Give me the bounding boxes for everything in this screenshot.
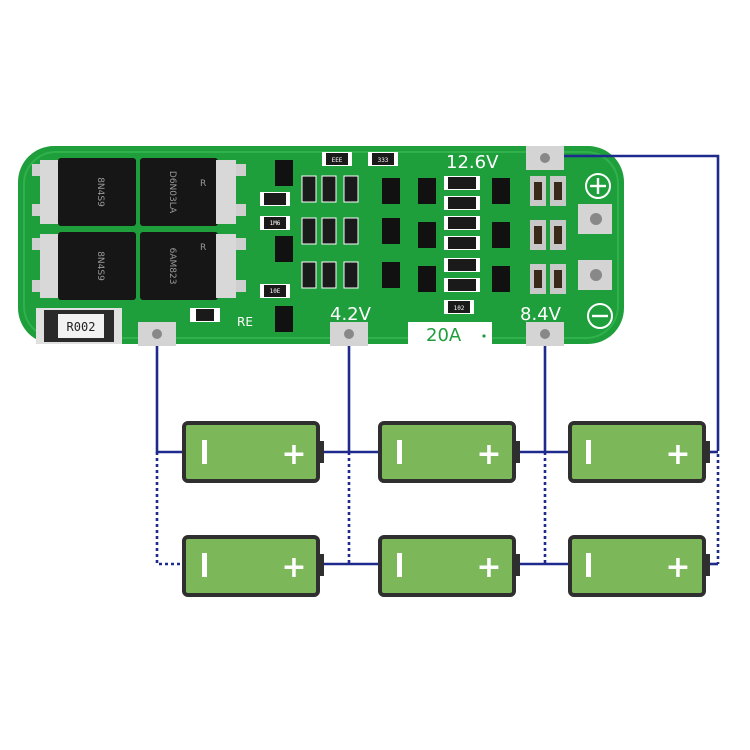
battery-4-pos: + xyxy=(281,550,306,585)
resistor-grid-middle xyxy=(301,175,359,289)
battery-4: + xyxy=(182,535,324,597)
re-label: RE xyxy=(237,315,253,329)
sot-chips xyxy=(275,160,510,332)
mosfet-3-code: 8N4S9 xyxy=(95,251,105,281)
board-edge xyxy=(23,151,619,339)
shunt-code: R002 xyxy=(67,320,96,334)
mosfet-2-sub: R xyxy=(200,179,206,189)
resistor-code-top2: 333 xyxy=(378,157,389,164)
wire-left-dotted xyxy=(155,452,182,566)
resistor-code-r1: 1M6 xyxy=(270,220,281,227)
wiring xyxy=(155,154,720,566)
battery-1-neg xyxy=(202,440,207,464)
mosfet-3 xyxy=(58,232,136,300)
resistor-column-right: 102 xyxy=(444,176,480,314)
solder-pads xyxy=(138,146,612,346)
mosfet-2 xyxy=(140,158,218,226)
mosfet-4-sub: R xyxy=(200,243,206,253)
label-8v4: 8.4V xyxy=(520,304,562,325)
battery-6: + xyxy=(568,535,710,597)
plus-icon xyxy=(585,173,611,199)
battery-1-pos: + xyxy=(281,437,306,472)
minus-icon xyxy=(587,303,613,329)
resistor-code-r2: 10E xyxy=(270,288,281,295)
capacitor-column xyxy=(530,176,566,294)
battery-2-pos: + xyxy=(476,437,501,472)
resistor-code-r4: 102 xyxy=(454,305,465,312)
mosfet-4-model: 6AM823 xyxy=(167,248,177,285)
current-label-bg xyxy=(408,322,492,346)
resistor-code-top1: EEE xyxy=(332,157,343,164)
label-20a: 20A xyxy=(426,325,462,346)
mosfet-group: 8N4S9 D6N03LA R 8N4S9 6AM823 xyxy=(32,158,246,300)
wire-b-plus xyxy=(564,154,720,448)
mosfet-1-code: 8N4S9 xyxy=(95,177,105,207)
wire-b-minus xyxy=(155,346,182,454)
bms-board: 8N4S9 D6N03LA R 8N4S9 6AM823 xyxy=(18,146,624,346)
label-4v2: 4.2V xyxy=(330,304,372,325)
battery-1: + xyxy=(182,421,324,483)
mosfet-2-model: D6N03LA xyxy=(167,171,177,214)
battery-6-pos: + xyxy=(665,550,690,585)
battery-3: + xyxy=(568,421,710,483)
label-12v6: 12.6V xyxy=(446,152,499,173)
battery-3-pos: + xyxy=(665,437,690,472)
battery-5-pos: + xyxy=(476,550,501,585)
shunt-resistor: R002 xyxy=(36,308,122,344)
mosfet-1 xyxy=(58,158,136,226)
battery-2: + xyxy=(378,421,520,483)
mosfet-4 xyxy=(140,232,218,300)
resistor-column-1: 1M6 10E xyxy=(260,192,290,298)
battery-5: + xyxy=(378,535,520,597)
